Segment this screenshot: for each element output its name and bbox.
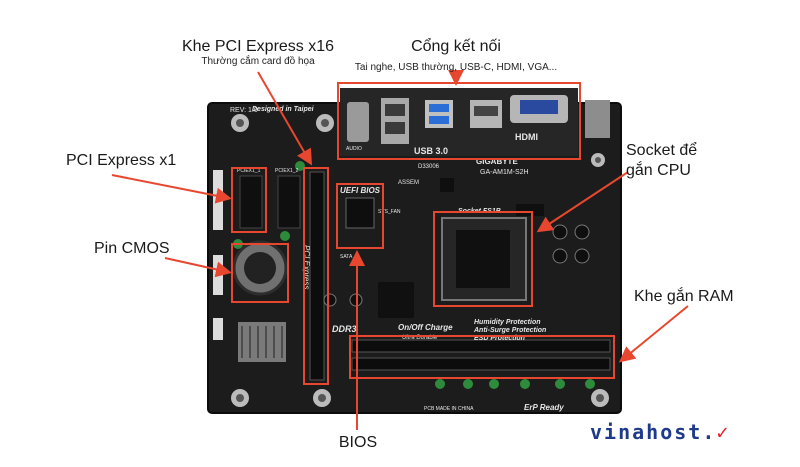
sata-marking: SATA <box>340 254 353 260</box>
gigabyte-marking: GIGABYTE <box>476 157 518 166</box>
ram-highlight <box>349 335 615 379</box>
arrow-pcie-x1 <box>111 174 232 204</box>
ram-label: Khe gắn RAM <box>634 288 734 305</box>
cmos-highlight <box>231 243 289 303</box>
pcie-x16-highlight <box>303 167 329 385</box>
socket-label-line1: Socket để <box>626 142 698 159</box>
ports-sublabel: Tai nghe, USB thường, USB-C, HDMI, VGA..… <box>354 62 558 73</box>
pciex1-1-marking: PCIEX1_1 <box>237 168 261 174</box>
esd-marking: ESD Protection <box>474 335 525 342</box>
audio-marking: AUDIO <box>346 146 362 152</box>
logo-tick-icon: ✓ <box>716 420 731 444</box>
assem-marking: ASSEM <box>398 180 419 186</box>
sys-fan-marking: SYS_FAN <box>378 209 401 215</box>
uefi-marking: UEFI BIOS <box>340 186 381 195</box>
pcie-x1-highlight <box>231 167 267 233</box>
socket-highlight <box>433 211 533 307</box>
callout-arrows <box>111 70 689 430</box>
pcie-x16-label: Khe PCI Express x16 <box>181 38 335 55</box>
ultra-marking: Ultra Durable <box>402 335 438 341</box>
bios-label: BIOS <box>338 434 378 451</box>
usb3-marking: USB 3.0 <box>414 146 448 156</box>
antisurge-marking: Anti-Surge Protection <box>473 327 546 334</box>
arrow-socket <box>536 171 629 233</box>
model-marking: GA-AM1M-S2H <box>480 169 529 176</box>
erp-marking: ErP Ready <box>524 403 564 412</box>
ports-label: Cổng kết nối <box>411 38 501 55</box>
designed-marking: Designed in Taipei <box>252 106 315 113</box>
made-marking: PCB MADE IN CHINA <box>424 406 474 412</box>
vinahost-logo: vinahost.✓ <box>590 420 730 444</box>
rev-marking: REV: 1.0 <box>230 107 258 114</box>
pcie-marking: PCI Express <box>302 245 311 289</box>
humidity-marking: Humidity Protection <box>474 319 541 326</box>
pcie-x1-label: PCI Express x1 <box>66 152 177 169</box>
bios-highlight <box>336 183 384 249</box>
logo-text: vinahost. <box>590 420 717 444</box>
motherboard <box>207 88 622 414</box>
arrow-pcie-x16 <box>257 71 313 166</box>
socket-label-line2: gắn CPU <box>626 162 691 179</box>
d33006-marking: D33006 <box>418 164 440 170</box>
onoff-marking: On/Off Charge <box>398 323 453 332</box>
arrow-cmos <box>164 257 232 278</box>
cmos-label: Pin CMOS <box>94 240 170 257</box>
pcie-x16-sublabel: Thường cắm card đồ họa <box>201 56 315 67</box>
hdmi-marking: HDMI <box>515 132 538 142</box>
pciex1-2-marking: PCIEX1_2 <box>275 168 299 174</box>
arrow-ram <box>618 305 689 363</box>
ddr3-marking: DDR3 <box>332 324 357 334</box>
